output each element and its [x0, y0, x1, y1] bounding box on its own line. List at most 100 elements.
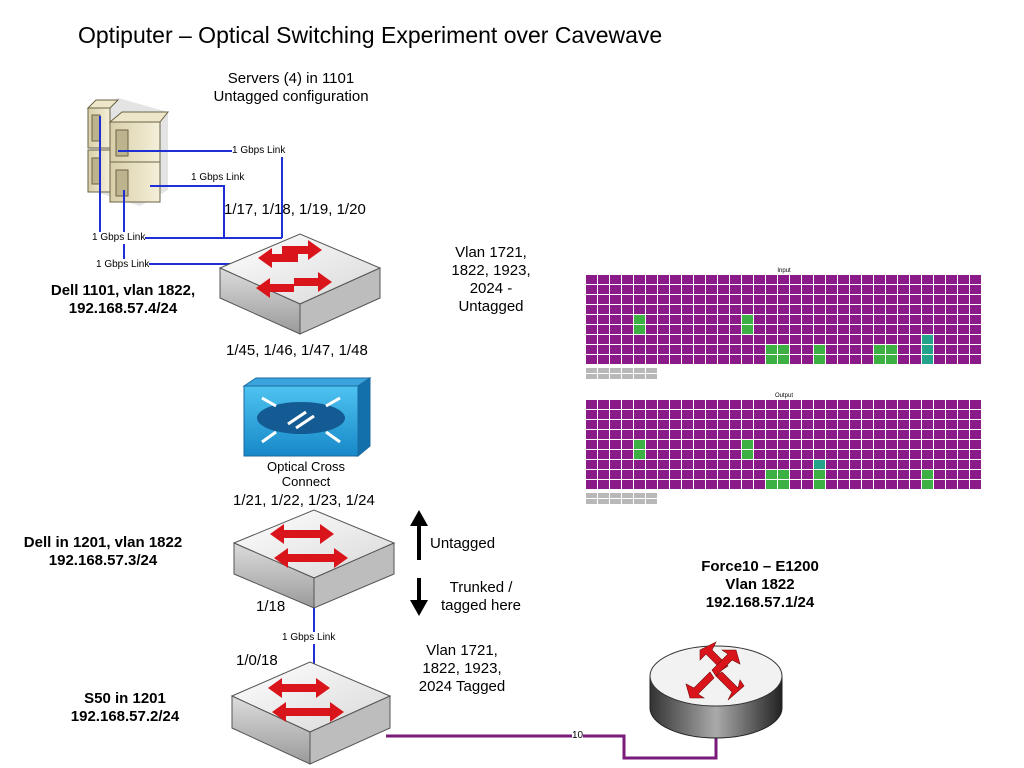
port-cell [958, 355, 969, 364]
port-cell [910, 315, 921, 324]
port-cell [862, 315, 873, 324]
port-cell [586, 470, 597, 479]
port-cell [910, 305, 921, 314]
port-cell [670, 440, 681, 449]
port-cell [622, 410, 633, 419]
port-cell [922, 285, 933, 294]
port-cell [778, 480, 789, 489]
port-cell [934, 355, 945, 364]
port-cell [694, 410, 705, 419]
switch-icon-s50[interactable] [230, 661, 392, 765]
port-cell [598, 410, 609, 419]
port-cell [874, 295, 885, 304]
port-cell [922, 420, 933, 429]
port-cell [790, 325, 801, 334]
port-cell [586, 374, 597, 379]
port-cell [934, 410, 945, 419]
port-cell [622, 368, 633, 373]
port-cell [706, 285, 717, 294]
port-cell [934, 450, 945, 459]
port-cell [646, 460, 657, 469]
port-cell [970, 470, 981, 479]
servers-label: Servers (4) in 1101 Untagged configurati… [213, 70, 369, 105]
port-cell [946, 305, 957, 314]
port-cell [718, 315, 729, 324]
port-cell [718, 325, 729, 334]
port-cell [814, 480, 825, 489]
port-cell [658, 305, 669, 314]
port-cell [946, 275, 957, 284]
port-cell [634, 335, 645, 344]
port-cell [742, 275, 753, 284]
port-cell [694, 420, 705, 429]
port-cell [826, 480, 837, 489]
port-cell [898, 480, 909, 489]
port-cell [970, 335, 981, 344]
optical-cross-connect-icon[interactable] [242, 377, 372, 458]
port-cell [598, 450, 609, 459]
port-cell [946, 295, 957, 304]
port-cell [586, 335, 597, 344]
port-cell [934, 480, 945, 489]
port-cell [694, 295, 705, 304]
switch-icon-dell-1101[interactable] [218, 233, 382, 335]
port-cell [682, 400, 693, 409]
port-cell [934, 305, 945, 314]
port-label: 1/0/18 [236, 652, 278, 669]
port-cell [634, 430, 645, 439]
port-cell [790, 335, 801, 344]
port-cell [706, 410, 717, 419]
port-cell [934, 295, 945, 304]
port-cell [670, 275, 681, 284]
port-cell [658, 275, 669, 284]
port-cell [838, 450, 849, 459]
port-cell [886, 355, 897, 364]
port-cell [802, 430, 813, 439]
port-cell [598, 440, 609, 449]
port-cell [658, 285, 669, 294]
port-cell [658, 460, 669, 469]
router-icon-force10[interactable] [649, 641, 783, 739]
port-cell [706, 430, 717, 439]
port-cell [814, 345, 825, 354]
port-cell [694, 275, 705, 284]
port-cell [598, 499, 609, 504]
port-cell [898, 450, 909, 459]
port-cell [958, 460, 969, 469]
port-cell [754, 285, 765, 294]
port-cell [838, 400, 849, 409]
port-cell [910, 460, 921, 469]
port-cell [802, 285, 813, 294]
switch-icon-dell-1201[interactable] [232, 509, 396, 609]
port-cell [694, 470, 705, 479]
port-cell [790, 400, 801, 409]
port-cell [730, 345, 741, 354]
port-cell [718, 285, 729, 294]
port-cell [958, 440, 969, 449]
port-cell [778, 410, 789, 419]
port-cell [646, 420, 657, 429]
port-cell [742, 285, 753, 294]
port-cell [610, 420, 621, 429]
port-cell [706, 275, 717, 284]
port-cell [670, 450, 681, 459]
port-cell [874, 460, 885, 469]
port-cell [790, 305, 801, 314]
port-cell [634, 355, 645, 364]
port-cell [610, 450, 621, 459]
port-cell [814, 285, 825, 294]
port-cell [970, 325, 981, 334]
port-cell [970, 430, 981, 439]
port-cell [682, 460, 693, 469]
port-cell [958, 315, 969, 324]
port-cell [706, 345, 717, 354]
port-cell [778, 450, 789, 459]
port-cell [718, 410, 729, 419]
port-cell [658, 345, 669, 354]
port-cell [934, 420, 945, 429]
port-cell [694, 315, 705, 324]
port-cell [910, 440, 921, 449]
port-cell [730, 325, 741, 334]
port-cell [766, 450, 777, 459]
port-cell [706, 305, 717, 314]
